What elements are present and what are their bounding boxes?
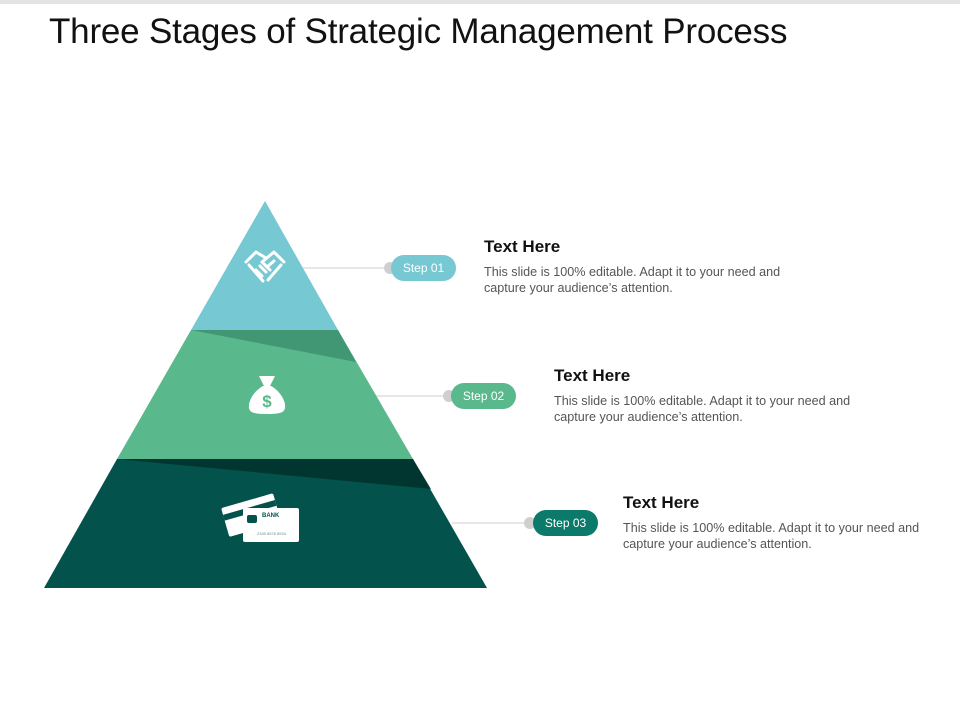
text-block-2: Text Here This slide is 100% editable. A… xyxy=(554,366,854,425)
text-body-1: This slide is 100% editable. Adapt it to… xyxy=(484,265,781,295)
text-heading-3: Text Here xyxy=(623,493,700,512)
text-body-3: This slide is 100% editable. Adapt it to… xyxy=(623,521,920,551)
step-pill-2: Step 02 xyxy=(451,383,516,409)
svg-text:$: $ xyxy=(262,392,272,411)
card-brand-label: BANK xyxy=(262,513,280,519)
handshake-icon xyxy=(244,250,286,283)
top-border xyxy=(0,0,960,4)
text-heading-2: Text Here xyxy=(554,366,631,385)
text-heading-1: Text Here xyxy=(484,237,561,256)
text-body-2: This slide is 100% editable. Adapt it to… xyxy=(554,394,851,424)
fold-shadow-2 xyxy=(117,459,431,489)
step-pill-1: Step 01 xyxy=(391,255,456,281)
bank-card-icon: BANK 2345 6578 8934 xyxy=(221,493,299,542)
fold-shadow-1 xyxy=(191,330,356,362)
page-title: Three Stages of Strategic Management Pro… xyxy=(49,12,788,51)
card-number-label: 2345 6578 8934 xyxy=(257,531,287,536)
text-block-3: Text Here This slide is 100% editable. A… xyxy=(623,493,923,552)
money-bag-icon: $ xyxy=(248,376,286,414)
step-pill-3: Step 03 xyxy=(533,510,598,536)
text-block-1: Text Here This slide is 100% editable. A… xyxy=(484,237,784,296)
